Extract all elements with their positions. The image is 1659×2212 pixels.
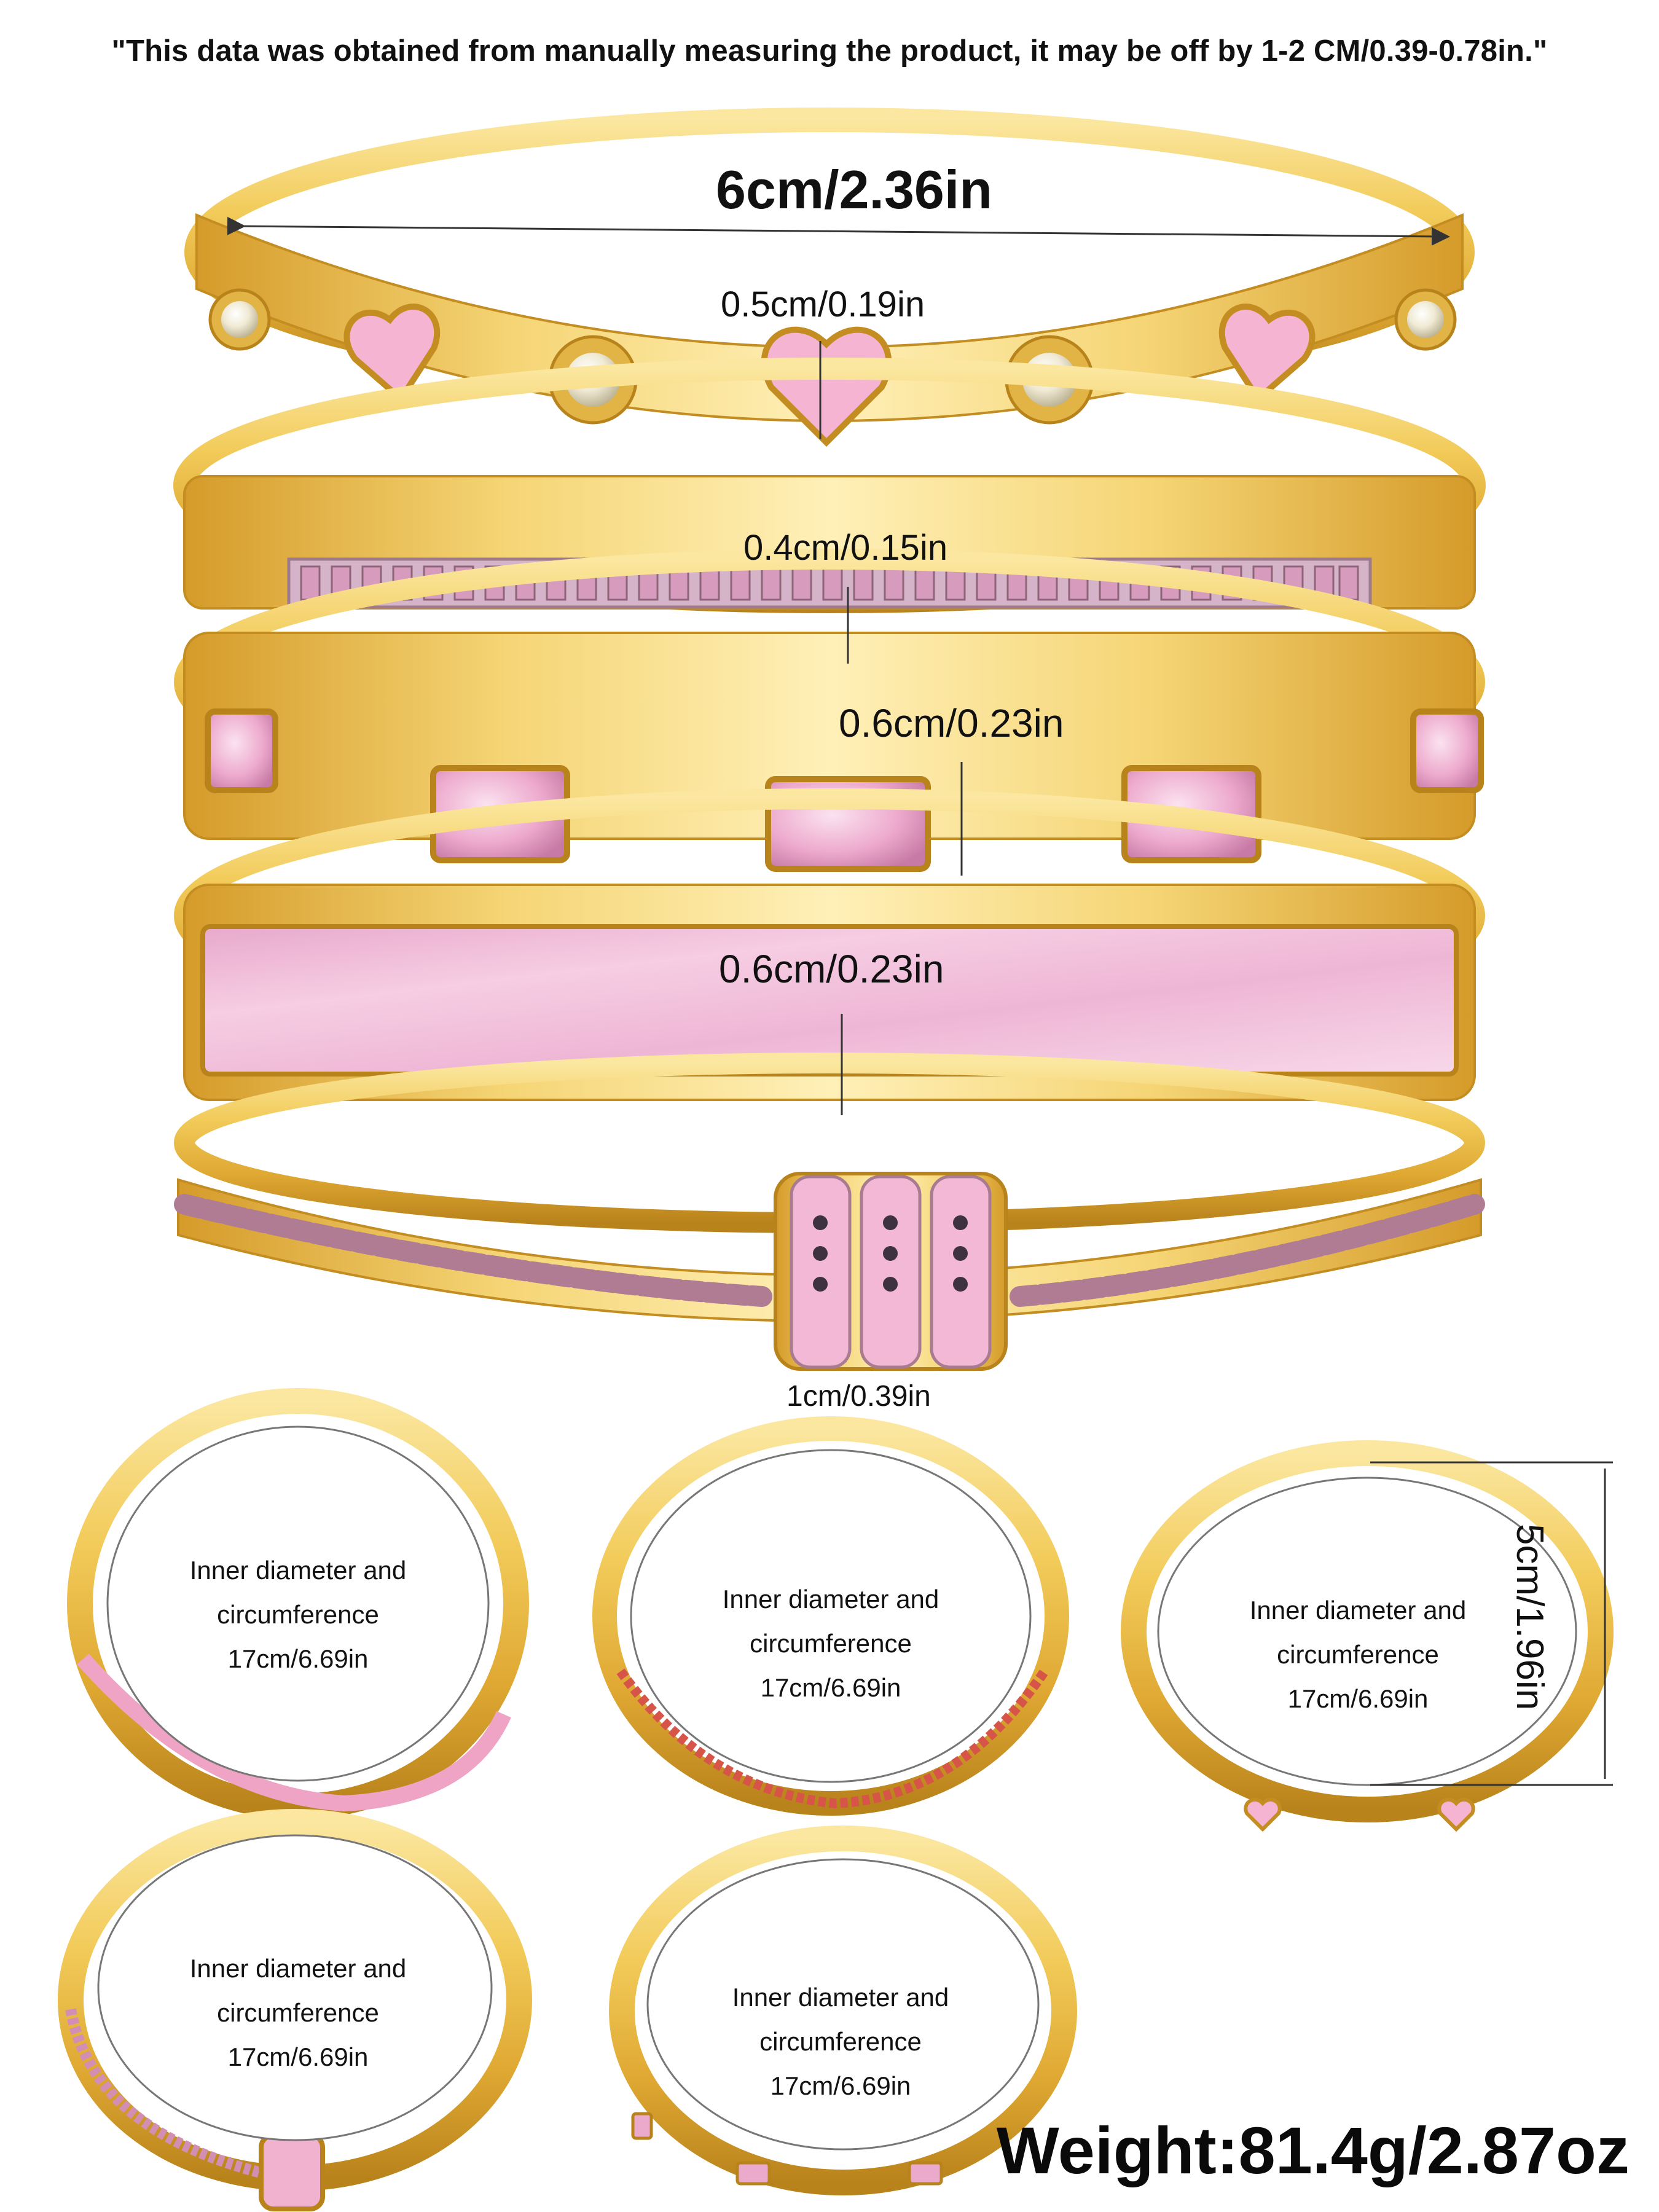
oval-1-value: 17cm/6.69in xyxy=(227,1644,369,1673)
oval-views xyxy=(58,1388,1614,2211)
oval-2-label: Inner diameter and circumference 17cm/6.… xyxy=(640,1577,1021,1710)
bangle-enamel xyxy=(174,788,1485,1101)
oval-5-title: Inner diameter and circumference xyxy=(732,1983,949,2056)
oval-3-value: 17cm/6.69in xyxy=(1287,1684,1429,1713)
bangle2-width-label: 0.4cm/0.15in xyxy=(743,528,948,568)
bangle1-width-label: 0.5cm/0.19in xyxy=(721,284,925,324)
oval-3-label: Inner diameter and circumference 17cm/6.… xyxy=(1167,1588,1548,1721)
bangle4-width-label: 0.6cm/0.23in xyxy=(719,947,944,991)
disclaimer-text: "This data was obtained from manually me… xyxy=(111,34,1548,68)
weight-label: Weight:81.4g/2.87oz xyxy=(996,2113,1630,2187)
oval-2-title: Inner diameter and circumference xyxy=(722,1585,939,1658)
oval-3-title: Inner diameter and circumference xyxy=(1249,1596,1467,1669)
height-bracket xyxy=(1370,1461,1613,1786)
bangle3-width-label: 0.6cm/0.23in xyxy=(839,701,1064,745)
oval-5-label: Inner diameter and circumference 17cm/6.… xyxy=(650,1975,1031,2108)
total-width-label: 6cm/2.36in xyxy=(716,159,993,220)
charm-rondelle xyxy=(774,1172,1008,1371)
oval-1-label: Inner diameter and circumference 17cm/6.… xyxy=(108,1548,488,1681)
oval-4-label: Inner diameter and circumference 17cm/6.… xyxy=(108,1947,488,2079)
oval-2-value: 17cm/6.69in xyxy=(760,1673,901,1702)
bangle-pave-charm xyxy=(174,1053,1485,1371)
oval-5-value: 17cm/6.69in xyxy=(770,2071,911,2100)
oval-4-value: 17cm/6.69in xyxy=(227,2042,369,2071)
oval-1-title: Inner diameter and circumference xyxy=(189,1556,407,1629)
charm-size-label: 1cm/0.39in xyxy=(786,1380,931,1413)
measurement-lines xyxy=(227,216,1450,1115)
oval-4-title: Inner diameter and circumference xyxy=(189,1954,407,2027)
